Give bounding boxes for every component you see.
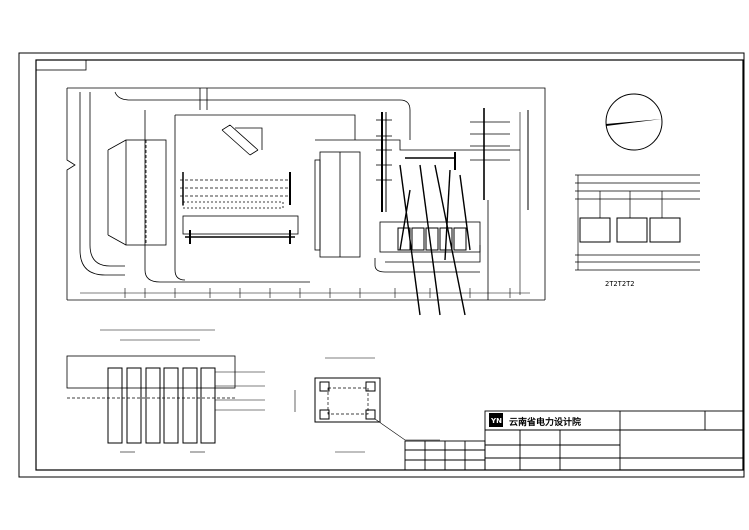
tower-a-arms xyxy=(376,119,392,181)
wiring-schematic xyxy=(575,174,700,271)
outgoing-lines xyxy=(399,164,471,316)
road-gap xyxy=(199,88,208,110)
north-arrow-needle xyxy=(606,119,662,126)
site-boundary-west xyxy=(66,88,76,300)
switchyard-road-2 xyxy=(385,245,481,263)
foundation-slab xyxy=(66,355,236,389)
internal-fence xyxy=(174,114,356,281)
dim-ticks xyxy=(124,288,511,298)
schematic-cabinets xyxy=(579,217,681,243)
switchyard-bays xyxy=(379,221,481,253)
north-arrow xyxy=(605,93,663,151)
internal-road xyxy=(144,110,310,283)
foundation-piers xyxy=(107,367,216,444)
internal-road-2 xyxy=(315,139,520,151)
outer-frame xyxy=(18,52,745,478)
site-boundary-north-east xyxy=(67,87,546,300)
road-west xyxy=(79,92,125,276)
feeder-trench xyxy=(182,201,284,209)
institute-name: 云南省电力设计院 xyxy=(509,416,581,428)
title-block xyxy=(404,410,744,471)
title-block-frame xyxy=(484,410,744,471)
north-arrow-circle xyxy=(605,93,663,151)
building-side xyxy=(314,159,321,251)
bus-lower-box xyxy=(182,215,299,235)
foundation-detail-left xyxy=(66,329,265,453)
institute-logo xyxy=(489,413,503,427)
tower-b-arms xyxy=(470,121,510,161)
institute-logo-text: YN xyxy=(490,417,502,425)
switchyard-bay-modules xyxy=(397,227,467,251)
schematic-code-label: 2T2T2T2 xyxy=(605,280,635,288)
site-plan xyxy=(66,87,546,316)
road-north xyxy=(114,91,411,140)
diag-equipment-link xyxy=(235,127,263,150)
pad-footing xyxy=(314,377,381,423)
switchyard-road xyxy=(374,258,480,273)
transformer-yard-wing xyxy=(107,139,127,246)
inner-frame xyxy=(35,59,744,471)
foundation-detail-center xyxy=(294,357,440,453)
feeder-lines xyxy=(180,179,290,197)
corner-tag-box xyxy=(35,59,87,71)
diag-equipment xyxy=(221,124,259,156)
road-west-inner xyxy=(89,92,125,267)
